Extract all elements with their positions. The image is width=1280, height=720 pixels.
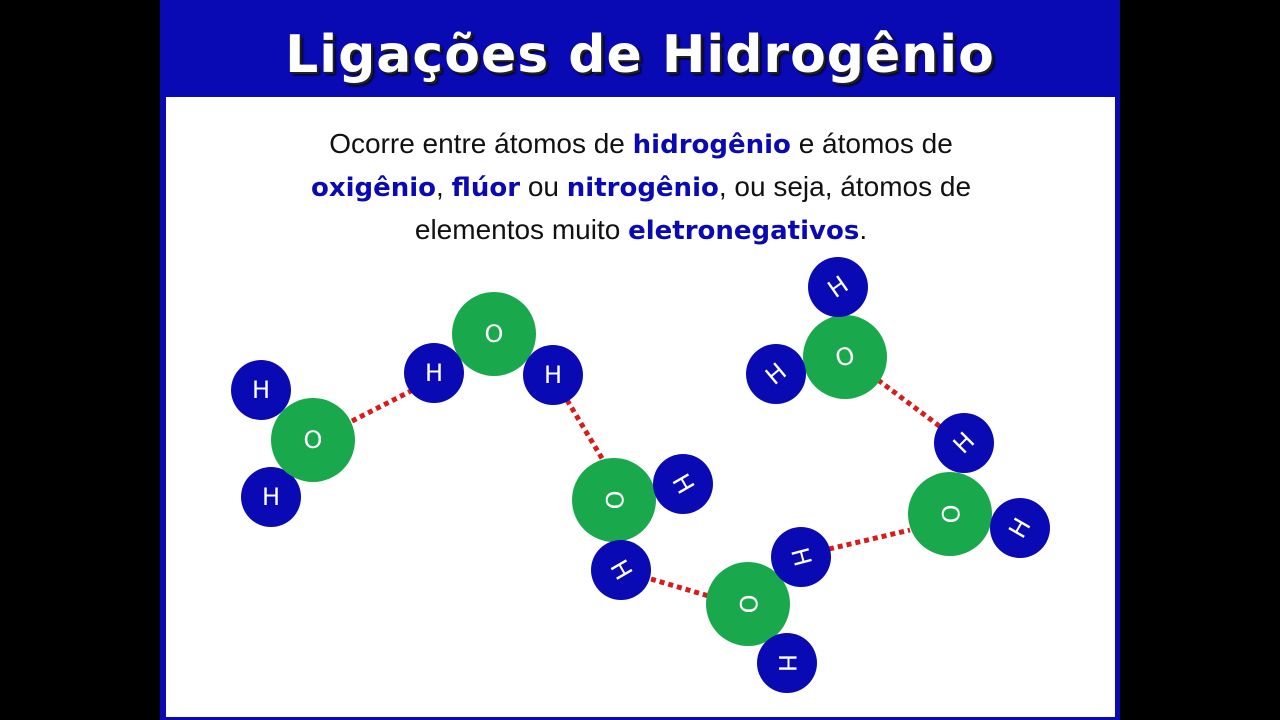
hydrogen-atom xyxy=(523,345,583,405)
water-molecule: O H H xyxy=(706,527,831,693)
intro-line2-f: , ou seja, átomos de xyxy=(718,171,972,202)
oxygen-atom-label: O xyxy=(734,595,762,614)
term-fluor: flúor xyxy=(451,173,521,203)
hydrogen-bond xyxy=(876,378,944,430)
oxygen-atom xyxy=(803,315,887,399)
oxygen-atom-label: O xyxy=(485,320,504,348)
term-oxigenio: oxigênio xyxy=(310,173,437,203)
oxygen-atom-label: O xyxy=(936,505,964,524)
hydrogen-atom xyxy=(653,454,713,514)
intro-line1-c: e átomos de xyxy=(790,128,953,159)
intro-line3-a: elementos muito xyxy=(414,214,629,245)
term-nitrogenio: nitrogênio xyxy=(566,173,719,203)
water-molecule: O H H xyxy=(572,454,713,600)
water-molecule: O H H xyxy=(746,257,887,404)
hydrogen-atom-label: H xyxy=(425,359,443,387)
hydrogen-atom-label: H xyxy=(262,483,280,511)
slide-title: Ligações de Hidrogênio xyxy=(285,25,995,85)
hydrogen-atom-label: H xyxy=(252,376,270,404)
hydrogen-atom xyxy=(591,540,651,600)
hydrogen-atom xyxy=(934,413,994,473)
intro-line1-a: Ocorre entre átomos de xyxy=(329,128,633,159)
hydrogen-atom xyxy=(771,527,831,587)
intro-line2-d: ou xyxy=(520,171,567,202)
oxygen-atom xyxy=(452,292,536,376)
term-hidrogenio: hidrogênio xyxy=(632,130,791,160)
intro-line3-c: . xyxy=(859,214,868,245)
hydrogen-atom-label: H xyxy=(544,361,562,389)
oxygen-atom xyxy=(572,458,656,542)
intro-line2-b: , xyxy=(436,171,452,202)
water-molecule: O H H xyxy=(908,413,1050,558)
oxygen-atom xyxy=(706,562,790,646)
hydrogen-bond xyxy=(564,398,609,467)
hydrogen-atom xyxy=(757,633,817,693)
oxygen-atom xyxy=(908,472,992,556)
water-molecule: O H H xyxy=(404,292,583,405)
hydrogen-atom xyxy=(404,343,464,403)
hydrogen-bond xyxy=(828,527,911,552)
hydrogen-atom xyxy=(746,344,806,404)
water-molecule: H H O xyxy=(231,360,355,527)
hydrogen-bond xyxy=(350,387,415,424)
hydrogen-atom xyxy=(808,257,868,317)
oxygen-atom-label: O xyxy=(304,426,323,454)
intro-text: Ocorre entre átomos de hidrogênio e átom… xyxy=(226,123,1056,252)
hydrogen-bond xyxy=(650,576,713,600)
hydrogen-atom xyxy=(990,498,1050,558)
hydrogen-atom xyxy=(241,467,301,527)
oxygen-atom-label: O xyxy=(600,491,628,510)
hydrogen-atom xyxy=(231,360,291,420)
oxygen-atom xyxy=(271,398,355,482)
term-eletronegativos: eletronegativos xyxy=(628,216,860,246)
hydrogen-atom-label: H xyxy=(773,654,801,672)
